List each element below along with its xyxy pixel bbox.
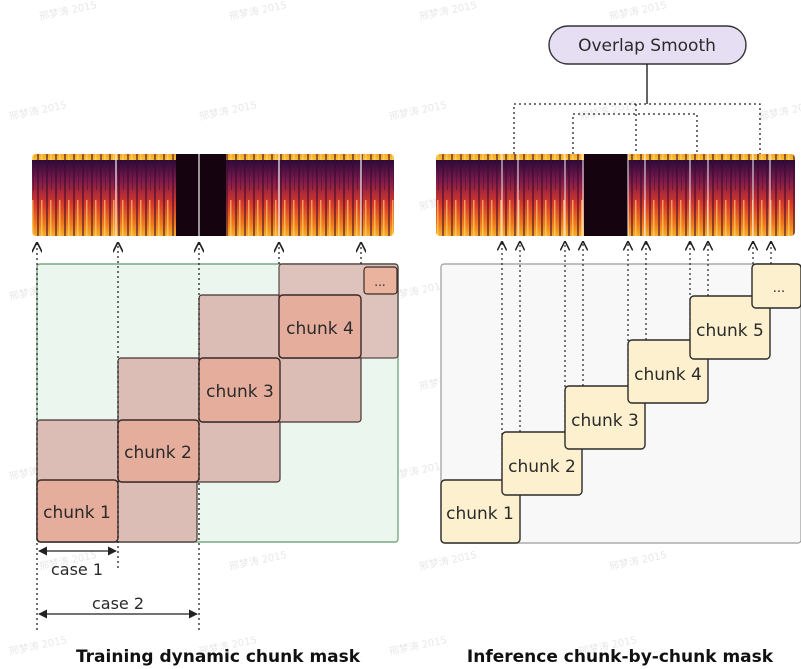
watermark-text: 邢梦涛 2015 (388, 98, 448, 123)
watermark-text: 邢梦涛 2015 (758, 98, 801, 123)
right-chunk-1: chunk 1 (440, 479, 521, 544)
watermark-text: 邢梦涛 2015 (388, 633, 448, 658)
overlap-brackets (513, 103, 761, 154)
right-chunk-2-label: chunk 2 (508, 457, 576, 477)
left-chunk-3: chunk 3 (198, 357, 281, 423)
right-chunk-5-label: chunk 5 (696, 321, 764, 341)
left-chunk-2-label: chunk 2 (124, 443, 192, 463)
case-2-label: case 2 (92, 594, 144, 613)
watermark-text: 邢梦涛 2015 (228, 548, 288, 573)
left-chunk-1: chunk 1 (36, 479, 119, 543)
right-spectrogram (436, 154, 795, 236)
right-chunk-3-label: chunk 3 (571, 411, 639, 431)
watermark-text: 邢梦涛 2015 (418, 548, 478, 573)
watermark-text: 邢梦涛 2015 (38, 0, 98, 23)
left-chunk-2: chunk 2 (117, 419, 200, 483)
right-ellipsis-label: ... (773, 281, 785, 296)
right-caption: Inference chunk-by-chunk mask (467, 647, 774, 667)
training-panel: chunk 1 chunk 2 chunk 3 chunk 4 ... (32, 154, 399, 667)
case-1-span: case 1 (38, 546, 117, 579)
case-2-span: case 2 (38, 594, 198, 619)
watermark-text: 邢梦涛 2015 (198, 98, 258, 123)
left-chunk-4: chunk 4 (278, 294, 362, 359)
left-chunk-1-label: chunk 1 (43, 503, 111, 523)
left-chunk-4-label: chunk 4 (286, 319, 354, 339)
watermark-text: 邢梦涛 2015 (608, 0, 668, 23)
right-chunk-4: chunk 4 (627, 339, 709, 404)
right-chunk-1-label: chunk 1 (446, 504, 514, 524)
overlap-smooth-box: Overlap Smooth (548, 25, 747, 65)
left-caption: Training dynamic chunk mask (76, 647, 361, 667)
right-chunk-4-label: chunk 4 (634, 365, 702, 385)
overlap-smooth-label: Overlap Smooth (578, 36, 716, 56)
right-chunk-2: chunk 2 (501, 431, 583, 496)
left-ellipsis-label: ... (374, 275, 385, 289)
right-chunk-5: chunk 5 (689, 295, 771, 360)
watermark-text: 邢梦涛 2015 (418, 0, 478, 23)
left-arrows (37, 243, 361, 630)
inference-panel: Overlap Smooth (436, 25, 801, 667)
left-ellipsis-block: ... (363, 266, 398, 295)
watermark-text: 邢梦涛 2015 (8, 633, 68, 658)
right-ellipsis-block: ... (751, 263, 801, 309)
watermark-text: 邢梦涛 2015 (8, 98, 68, 123)
right-chunk-3: chunk 3 (564, 385, 646, 450)
left-chunk-3-label: chunk 3 (206, 382, 274, 402)
watermark-text: 邢梦涛 2015 (608, 548, 668, 573)
case-1-label: case 1 (51, 560, 103, 579)
left-spectrogram (32, 154, 394, 236)
watermark-text: 邢梦涛 2015 (228, 0, 288, 23)
watermark-text: 邢梦涛 2015 (578, 98, 638, 123)
